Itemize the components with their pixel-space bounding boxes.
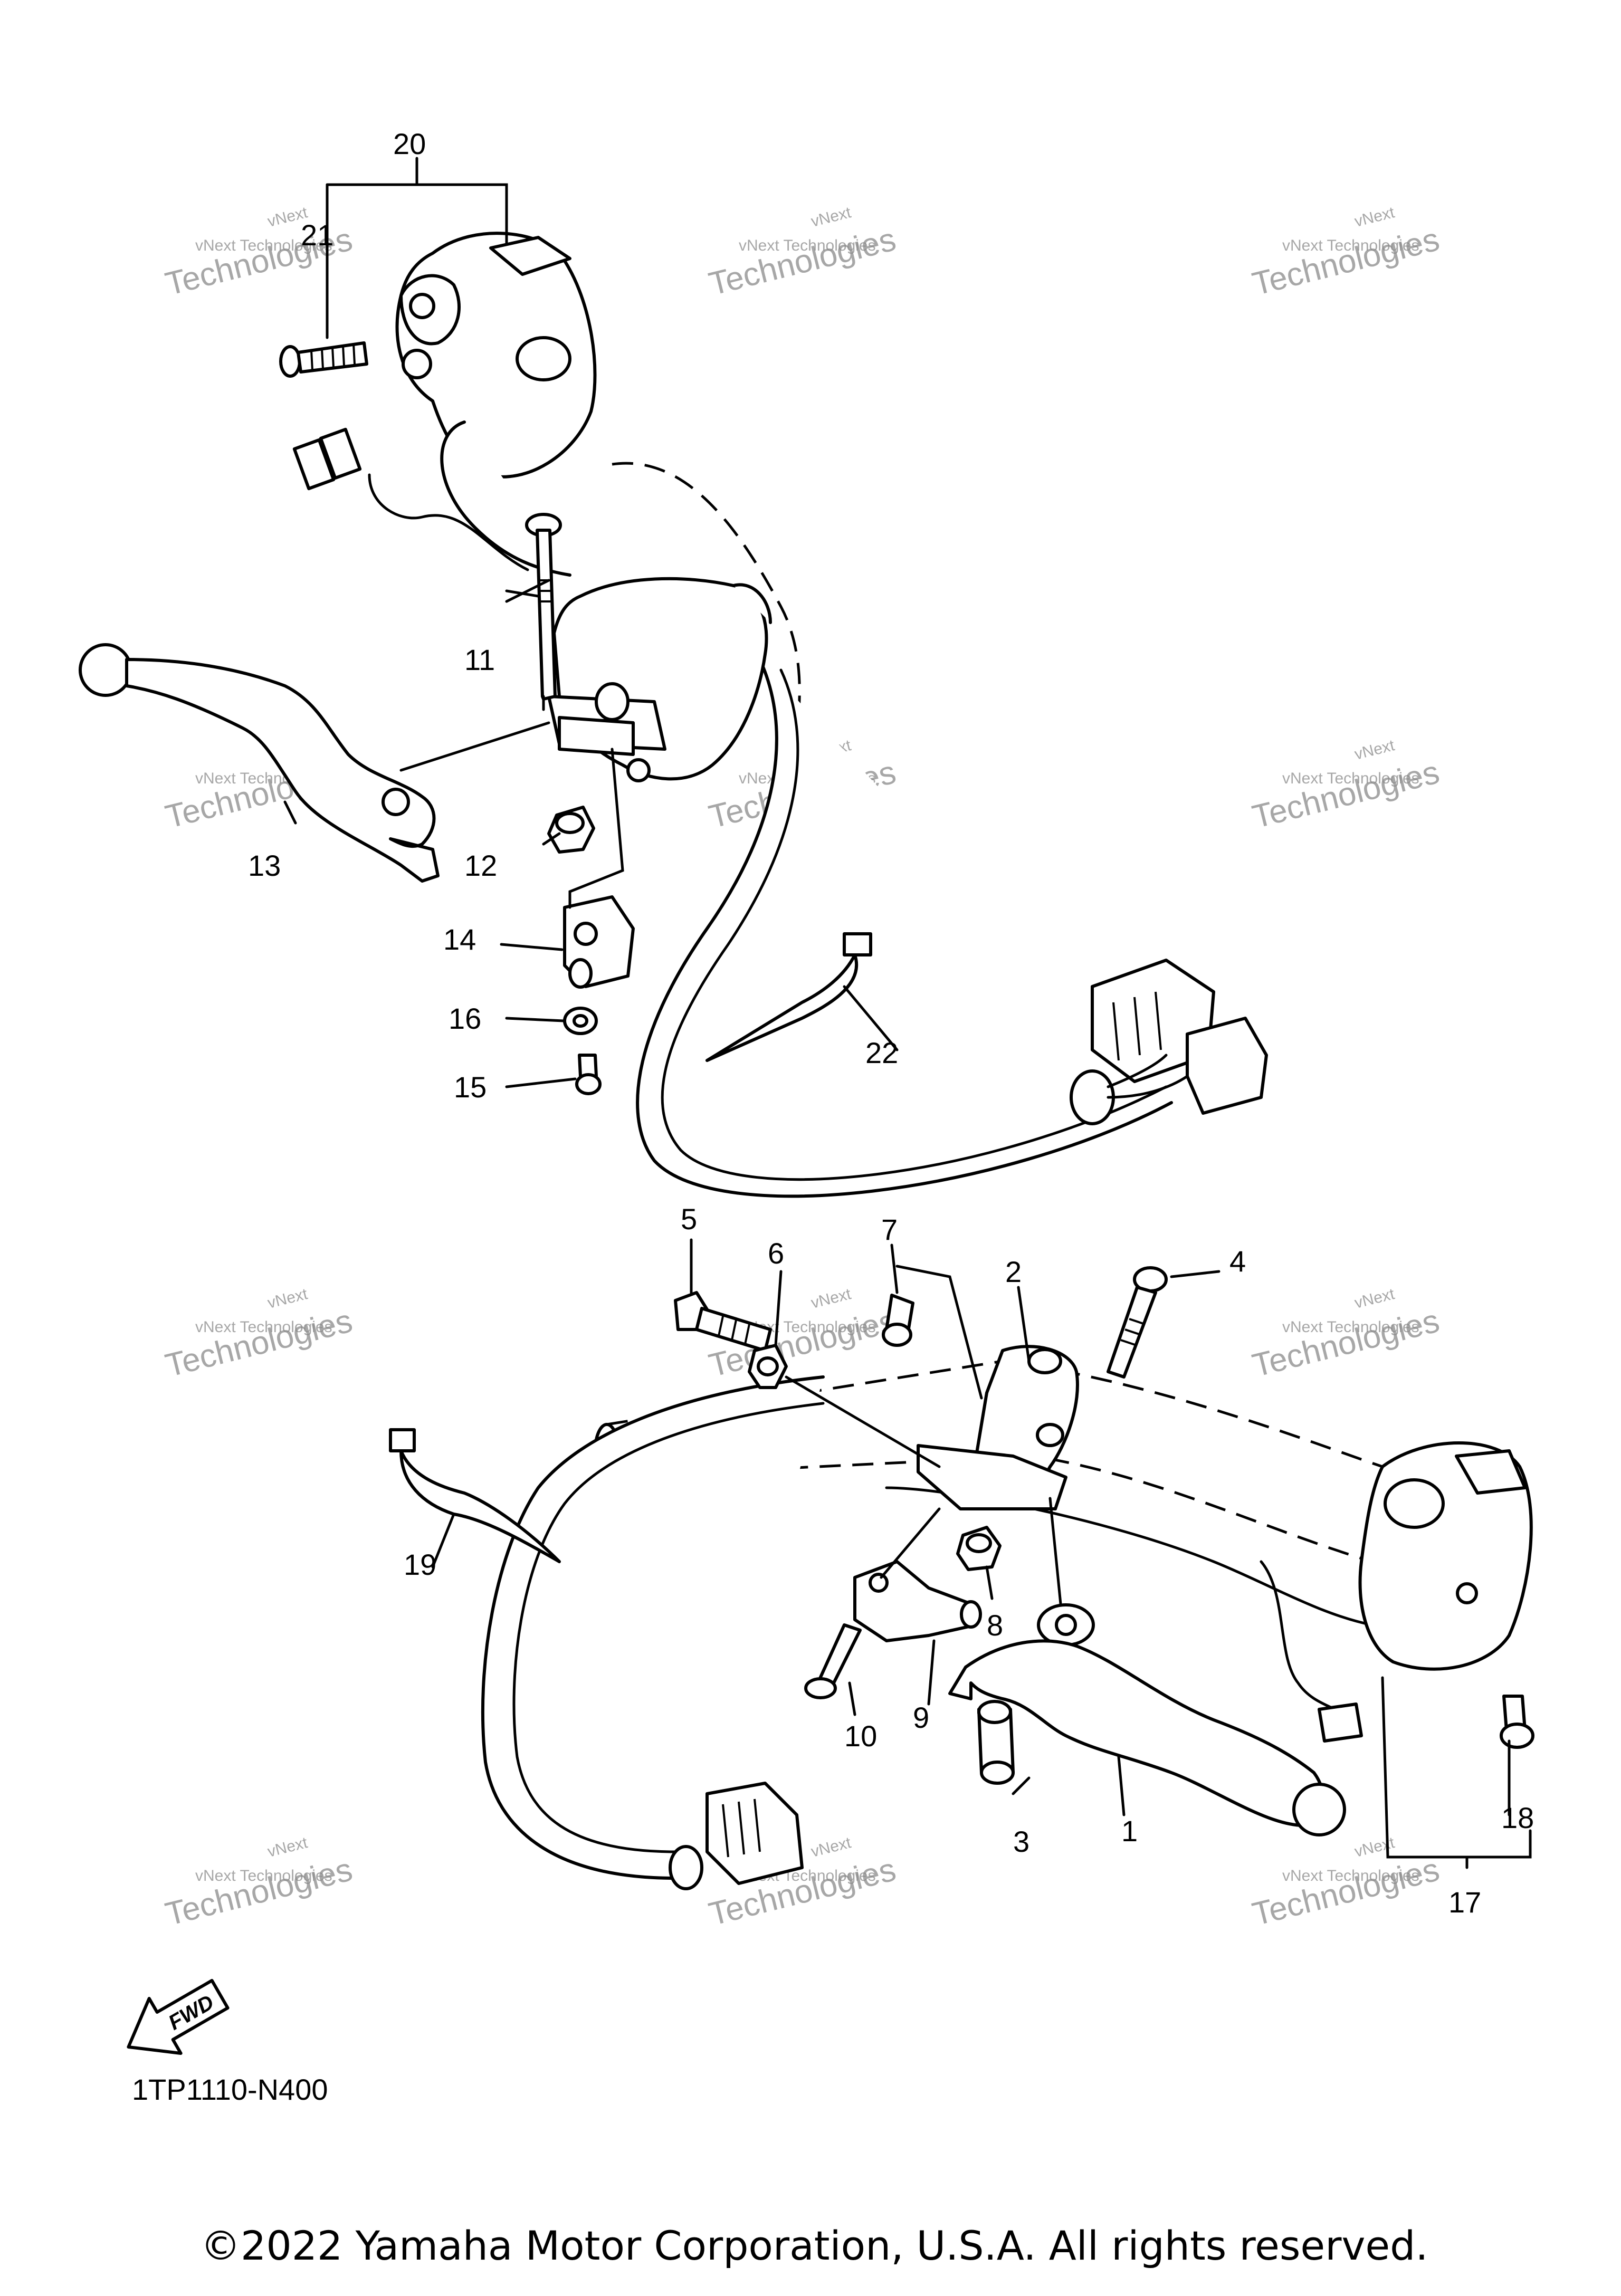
svg-text:Technologies: Technologies bbox=[1249, 1851, 1443, 1933]
svg-text:Technologies: Technologies bbox=[705, 221, 900, 303]
nut-12 bbox=[547, 806, 595, 854]
svg-text:Technologies: Technologies bbox=[1249, 1303, 1443, 1384]
callout-6: 6 bbox=[768, 1237, 784, 1270]
svg-text:vNext: vNext bbox=[1353, 204, 1397, 231]
svg-text:vNext: vNext bbox=[266, 1834, 310, 1861]
screw-18 bbox=[1500, 1695, 1534, 1749]
svg-text:Technologies: Technologies bbox=[705, 1303, 900, 1384]
diagram-code: 1TP1110-N400 bbox=[132, 2073, 328, 2106]
bracket-2 bbox=[917, 1345, 1079, 1510]
collar-3 bbox=[977, 1700, 1015, 1785]
svg-text:vNext: vNext bbox=[1353, 736, 1397, 763]
callout-7: 7 bbox=[881, 1213, 898, 1246]
switch-housing-17 bbox=[1260, 1441, 1533, 1743]
callout-3: 3 bbox=[1013, 1825, 1029, 1858]
svg-text:vNext Technologies: vNext Technologies bbox=[1282, 1867, 1419, 1884]
svg-text:vNext Technologies: vNext Technologies bbox=[1282, 237, 1419, 254]
watermark: vNext vNext Technologies Technologies bbox=[1249, 1285, 1443, 1384]
svg-text:Technologies: Technologies bbox=[1249, 221, 1443, 303]
watermark: vNext vNext Technologies Technologies bbox=[705, 204, 900, 303]
svg-text:vNext Technologies: vNext Technologies bbox=[1282, 1318, 1419, 1336]
screw-15 bbox=[575, 1054, 602, 1095]
callout-16: 16 bbox=[449, 1002, 481, 1035]
watermark: vNext vNext Technologies Technologies bbox=[1249, 1834, 1443, 1933]
bottom-assembly bbox=[389, 1238, 1534, 1890]
nut-8 bbox=[956, 1526, 1002, 1571]
cable-top-inner bbox=[661, 668, 1168, 1181]
connector-top bbox=[1070, 959, 1268, 1125]
cable-bottom-inner bbox=[512, 1402, 825, 1853]
switch-9 bbox=[853, 1560, 982, 1642]
callout-19: 19 bbox=[404, 1548, 436, 1581]
callout-15: 15 bbox=[454, 1070, 487, 1104]
callout-17: 17 bbox=[1448, 1886, 1481, 1919]
svg-text:vNext Technologies: vNext Technologies bbox=[195, 237, 332, 254]
master-cylinder bbox=[547, 577, 772, 782]
callout-10: 10 bbox=[844, 1719, 877, 1753]
callout-1: 1 bbox=[1121, 1814, 1138, 1848]
callout-8: 8 bbox=[987, 1609, 1003, 1642]
svg-text:vNext: vNext bbox=[809, 1285, 853, 1312]
leader-lines-bottom bbox=[431, 1238, 1532, 1869]
svg-text:Technologies: Technologies bbox=[1249, 754, 1443, 836]
svg-text:vNext Technologies: vNext Technologies bbox=[739, 237, 876, 254]
bolt-11 bbox=[525, 513, 562, 711]
callout-14: 14 bbox=[443, 923, 476, 956]
watermark: vNext vNext Technologies Technologies bbox=[162, 1285, 356, 1384]
bolt-4 bbox=[1107, 1266, 1168, 1379]
svg-text:Technologies: Technologies bbox=[162, 1851, 356, 1933]
callout-4: 4 bbox=[1229, 1245, 1246, 1278]
lever-13 bbox=[79, 643, 440, 883]
switch-housing-20 bbox=[292, 232, 597, 577]
svg-text:vNext: vNext bbox=[809, 1834, 853, 1861]
callout-21: 21 bbox=[301, 218, 333, 252]
callout-9: 9 bbox=[913, 1701, 929, 1734]
fwd-arrow: FWD bbox=[127, 1979, 230, 2055]
callouts: 20 21 11 13 12 14 16 15 22 5 6 7 2 4 19 … bbox=[248, 127, 1534, 1919]
callout-22: 22 bbox=[865, 1036, 898, 1069]
svg-text:vNext Technologies: vNext Technologies bbox=[195, 1867, 332, 1884]
screw-10 bbox=[804, 1623, 862, 1699]
svg-text:vNext Technologies: vNext Technologies bbox=[195, 1318, 332, 1336]
bolt-5 bbox=[674, 1291, 772, 1352]
svg-text:vNext Technologies: vNext Technologies bbox=[1282, 770, 1419, 787]
svg-text:vNext: vNext bbox=[809, 204, 853, 231]
copyright-notice: ©2022 Yamaha Motor Corporation, U.S.A. A… bbox=[201, 2222, 1428, 2269]
svg-text:Technologies: Technologies bbox=[162, 1303, 356, 1384]
callout-13: 13 bbox=[248, 849, 281, 882]
callout-2: 2 bbox=[1005, 1255, 1022, 1288]
cable-tie-19 bbox=[389, 1428, 561, 1563]
watermark: vNext vNext Technologies Technologies bbox=[1249, 204, 1443, 303]
callout-20: 20 bbox=[393, 127, 426, 160]
leader-lines-top bbox=[283, 157, 899, 1088]
callout-11: 11 bbox=[464, 643, 495, 676]
watermark: vNext vNext Technologies Technologies bbox=[162, 1834, 356, 1933]
washer-16-hole bbox=[573, 1014, 588, 1028]
switch-14 bbox=[563, 895, 635, 989]
top-assembly bbox=[79, 157, 1268, 1198]
watermark: vNext vNext Technologies Technologies bbox=[1249, 736, 1443, 836]
callout-5: 5 bbox=[681, 1202, 697, 1236]
svg-text:vNext: vNext bbox=[1353, 1285, 1397, 1312]
svg-text:vNext: vNext bbox=[266, 1285, 310, 1312]
screw-21 bbox=[279, 341, 368, 378]
connector-bottom bbox=[669, 1782, 804, 1890]
callout-18: 18 bbox=[1501, 1801, 1534, 1834]
cable-top bbox=[636, 658, 1173, 1198]
cable-bottom bbox=[481, 1375, 825, 1880]
callout-12: 12 bbox=[464, 849, 497, 882]
screw-7 bbox=[882, 1294, 914, 1347]
lever-1 bbox=[948, 1603, 1346, 1836]
cable-tie-22 bbox=[705, 932, 872, 1062]
